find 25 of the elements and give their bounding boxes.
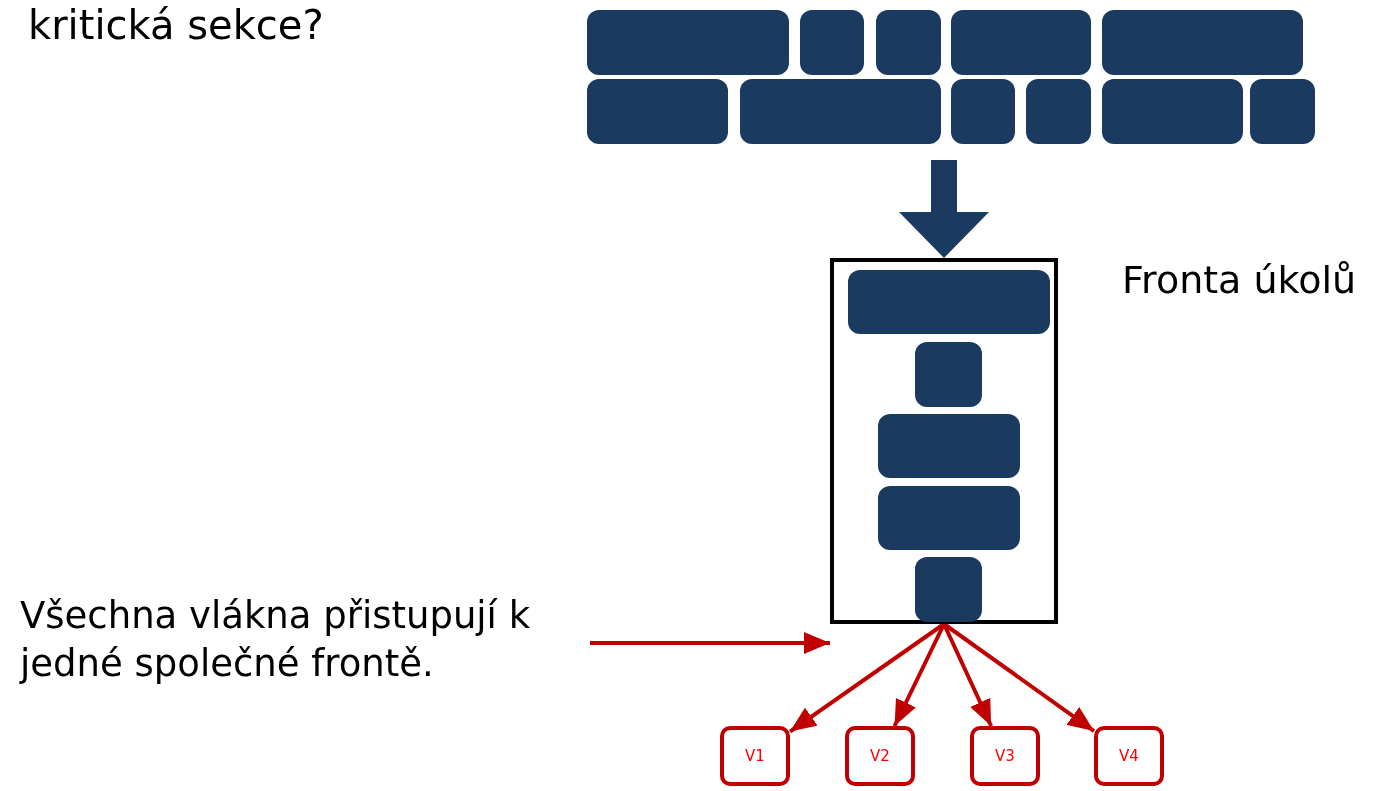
- task-block: [878, 414, 1020, 478]
- thread-box: V2: [845, 726, 915, 786]
- task-block: [951, 10, 1091, 75]
- note-text: Všechna vlákna přistupují k jedné společné frontě.: [20, 592, 590, 688]
- task-block: [915, 557, 982, 622]
- task-block: [740, 79, 941, 144]
- thread-box: V3: [970, 726, 1040, 786]
- task-block: [1026, 79, 1091, 144]
- task-block: [951, 79, 1015, 144]
- task-block: [587, 79, 728, 144]
- task-block: [878, 486, 1020, 550]
- thread-box: V1: [720, 726, 790, 786]
- arrow: [590, 632, 830, 654]
- task-block: [587, 10, 789, 75]
- task-block: [848, 270, 1050, 334]
- task-block: [800, 10, 864, 75]
- task-block: [1102, 79, 1243, 144]
- queue-title: Fronta úkolů: [1122, 258, 1357, 302]
- task-block: [915, 342, 982, 407]
- heading-text: kritická sekce?: [28, 2, 324, 48]
- thread-box: V4: [1094, 726, 1164, 786]
- task-block: [1250, 79, 1315, 144]
- block-arrow: [899, 160, 989, 258]
- task-block: [876, 10, 941, 75]
- task-block: [1102, 10, 1303, 75]
